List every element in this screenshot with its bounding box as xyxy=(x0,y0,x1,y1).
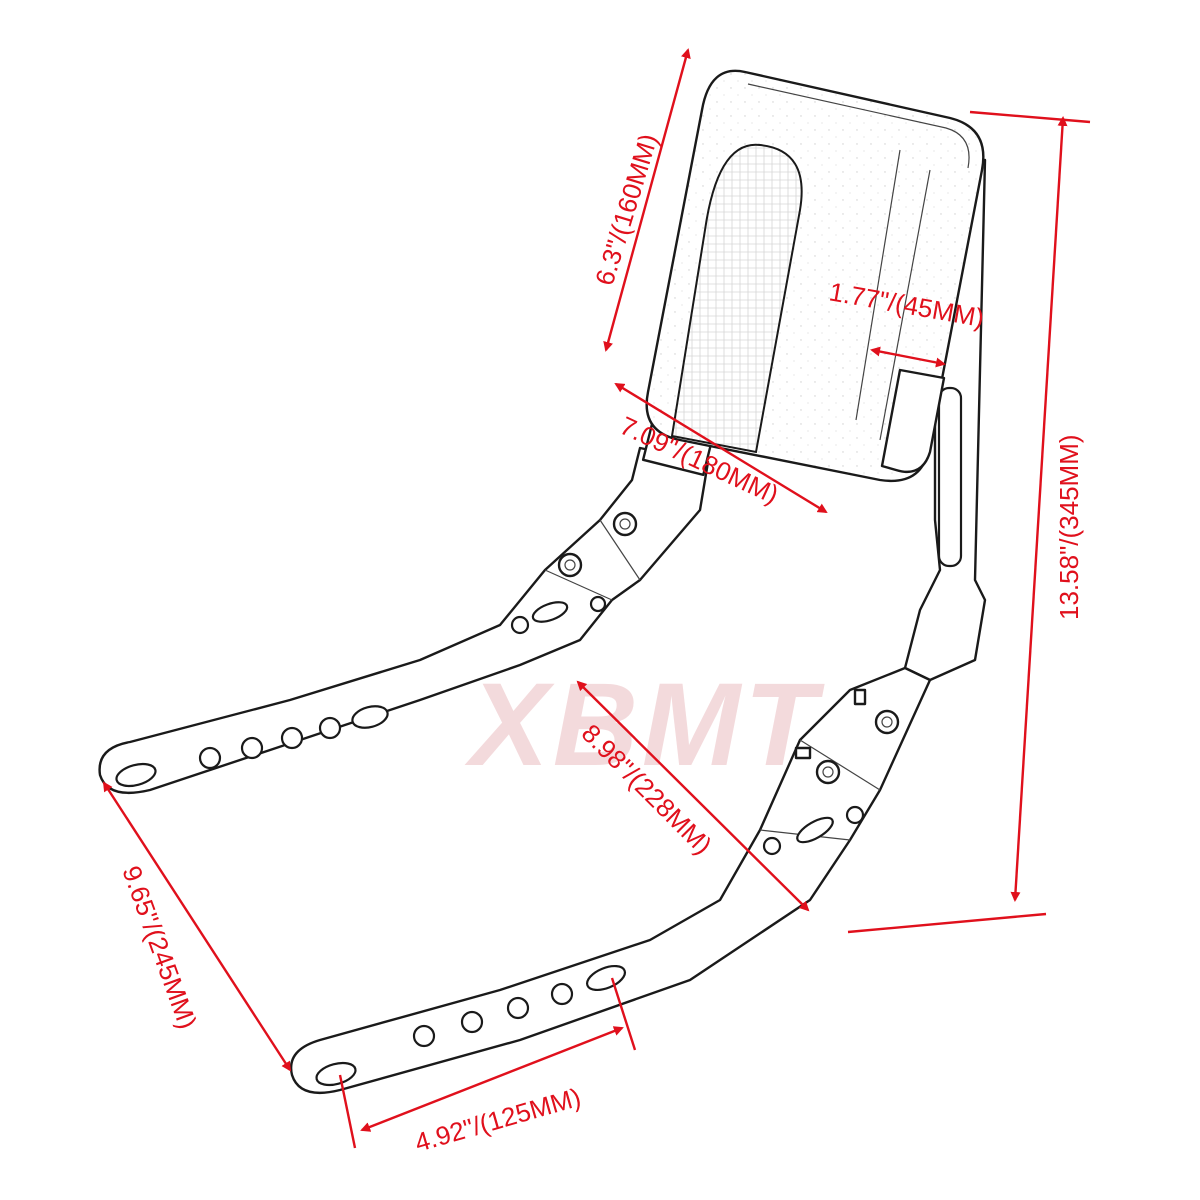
mount-hole xyxy=(280,726,304,750)
total-height-ref-bottom xyxy=(847,912,1047,934)
pad-height-label: 6.3"/(160MM) xyxy=(589,130,663,289)
mount-hole xyxy=(510,615,530,635)
pivot-pin xyxy=(853,688,867,706)
pad-height-dimension-line xyxy=(603,48,691,352)
mount-hole xyxy=(460,1010,484,1034)
mount-hole xyxy=(762,836,782,856)
slot-hole xyxy=(585,964,627,992)
hole-spacing-ref-left xyxy=(338,1074,357,1149)
pad-width-dimension-line xyxy=(614,382,828,514)
total-height-ref-top xyxy=(969,110,1091,124)
height-adjust-slot xyxy=(937,386,963,568)
bolt xyxy=(612,511,638,537)
pivot-pin xyxy=(794,746,812,760)
end-slot-hole xyxy=(315,1061,357,1087)
mount-hole xyxy=(412,1024,436,1048)
side-pocket xyxy=(880,368,946,474)
mount-hole xyxy=(506,996,530,1020)
total-height-label: 13.58"/(345MM) xyxy=(1054,434,1084,620)
base-width-label: 9.65"/(245MM) xyxy=(116,862,203,1033)
slot-hole xyxy=(351,705,389,729)
mount-hole xyxy=(531,601,569,623)
mount-hole xyxy=(240,736,264,760)
hole-spacing-ref-right xyxy=(610,977,637,1051)
backrest-pad xyxy=(645,69,985,483)
bolt xyxy=(815,759,841,785)
mount-hole xyxy=(318,716,342,740)
bolt xyxy=(557,552,583,578)
mount-hole xyxy=(845,805,865,825)
base-width-dimension-line xyxy=(102,781,292,1072)
hole-spacing-dimension-line xyxy=(360,1026,624,1132)
mount-hole xyxy=(589,595,607,613)
total-height-dimension-line xyxy=(1010,116,1068,902)
dimension-lines xyxy=(102,48,1091,1149)
mount-hole xyxy=(550,982,574,1006)
mount-hole xyxy=(198,746,222,770)
pad-depth-dimension-line xyxy=(870,346,946,368)
hole-spacing-label: 4.92"/(125MM) xyxy=(411,1082,584,1158)
strut-length-dimension-line xyxy=(576,680,810,912)
bolt xyxy=(874,709,900,735)
